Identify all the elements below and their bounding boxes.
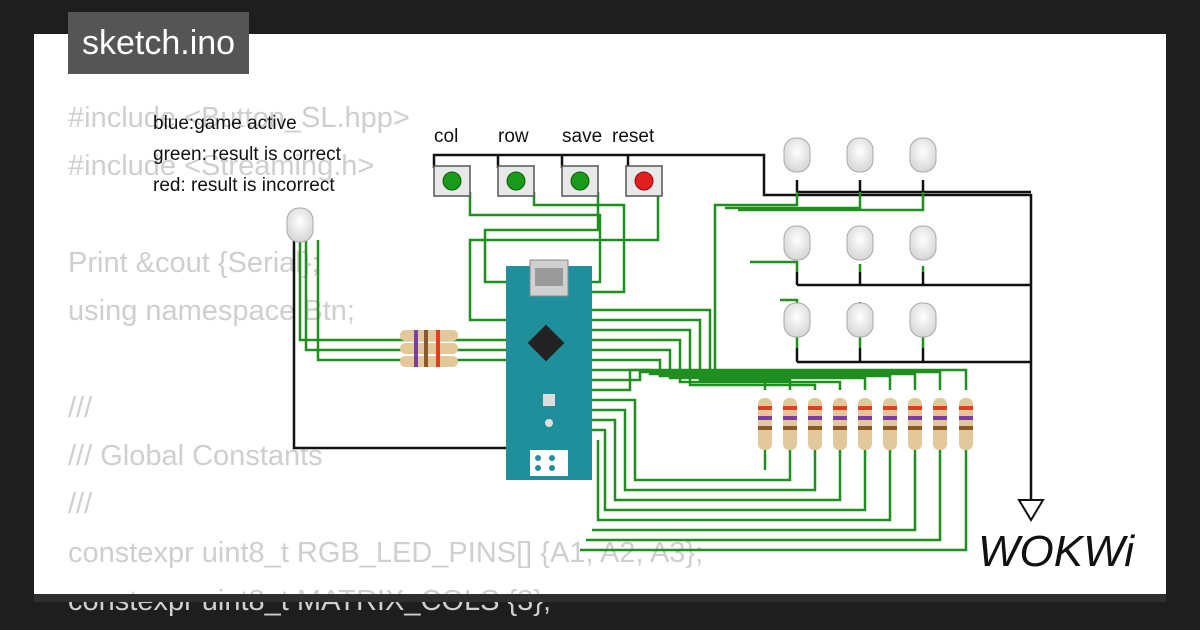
- code-line: #include <Streaming.h>: [68, 150, 375, 183]
- reset-button-label: reset: [612, 126, 655, 147]
- resistor: [908, 398, 922, 450]
- matrix-led[interactable]: [846, 225, 874, 261]
- col-button-label: col: [434, 126, 458, 147]
- code-line: using namespace Btn;: [68, 295, 355, 328]
- matrix-led[interactable]: [909, 302, 937, 338]
- matrix-led[interactable]: [846, 302, 874, 338]
- save-pushbutton[interactable]: [561, 165, 599, 197]
- row-button-label: row: [498, 126, 529, 147]
- row-pushbutton[interactable]: [497, 165, 535, 197]
- rgb-led[interactable]: [286, 207, 314, 243]
- signal-wires: [298, 192, 968, 552]
- led-matrix: [783, 137, 937, 338]
- matrix-led[interactable]: [909, 225, 937, 261]
- resistor: [883, 398, 897, 450]
- code-line: #include <Button_SL.hpp>: [68, 102, 410, 134]
- arduino-nano-board[interactable]: [506, 259, 592, 480]
- resistor: [833, 398, 847, 450]
- ground-symbol-icon: [1017, 499, 1045, 522]
- col-pushbutton[interactable]: [433, 165, 471, 197]
- code-line: ///: [68, 488, 93, 521]
- matrix-led[interactable]: [783, 137, 811, 173]
- legend-line-red: red: result is incorrect: [153, 175, 335, 196]
- reset-pushbutton[interactable]: [625, 165, 663, 197]
- resistor: [933, 398, 947, 450]
- wokwi-logo: WOKWi: [978, 527, 1135, 576]
- matrix-led[interactable]: [846, 137, 874, 173]
- file-tab[interactable]: sketch.ino: [68, 12, 250, 74]
- code-line: Print &cout {Serial};: [68, 246, 320, 279]
- legend-line-green: green: result is correct: [153, 144, 342, 165]
- legend-line-blue: blue:game active: [153, 113, 297, 134]
- matrix-led[interactable]: [909, 137, 937, 173]
- card-shadow: [34, 594, 1166, 602]
- rgb-resistors: [400, 330, 458, 367]
- code-line: constexpr uint8_t RGB_LED_PINS[] {A1, A2…: [68, 536, 704, 569]
- resistor: [758, 398, 772, 450]
- matrix-led[interactable]: [783, 225, 811, 261]
- resistor: [858, 398, 872, 450]
- code-line: /// Global Constants: [68, 440, 323, 473]
- code-line: ///: [68, 391, 93, 424]
- resistor: [808, 398, 822, 450]
- matrix-led[interactable]: [783, 302, 811, 338]
- resistor: [959, 398, 973, 450]
- resistor-bank: [758, 398, 973, 450]
- resistor: [783, 398, 797, 450]
- save-button-label: save: [562, 126, 602, 147]
- ground-wires: [292, 153, 1033, 500]
